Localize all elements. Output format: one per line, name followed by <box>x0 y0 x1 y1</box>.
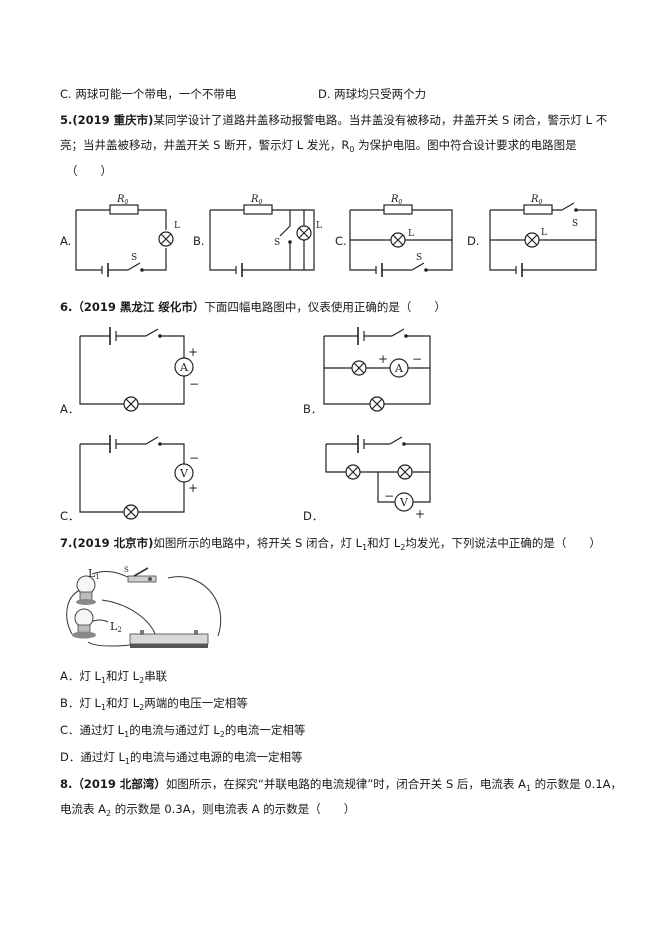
q5a-r0-label: R0 <box>116 194 129 206</box>
q6b-minus: − <box>412 352 422 366</box>
q8-stem-line1: 8.（2019 北部湾）如图所示，在探究“并联电路的电流规律”时，闭合开关 S … <box>60 777 622 793</box>
q5-circuit-d: R0 L S <box>489 194 597 277</box>
q6-stem: 6.（2019 黑龙江 绥化市）下面四幅电路图中，仪表使用正确的是（ ） <box>60 299 446 315</box>
q6-circuit-d: V − + <box>325 435 431 521</box>
q6a-ammeter-label: A <box>179 361 189 374</box>
q5-r0-sub: 0 <box>349 145 355 154</box>
q7-text-b: 和灯 L <box>367 536 401 550</box>
q5-stem-line1: 5.(2019 重庆市)某同学设计了道路井盖移动报警电路。当井盖没有被移动，井盖… <box>60 112 607 128</box>
q6b-ammeter-label: A <box>394 362 404 375</box>
q5-source: (2019 重庆市) <box>72 113 154 127</box>
q6-circuit-a: A + − <box>79 327 199 412</box>
q7-stem: 7.(2019 北京市)如图所示的电路中，将开关 S 闭合，灯 L1和灯 L2均… <box>60 535 601 556</box>
q5b-r0-label: R0 <box>250 194 263 206</box>
q7-figure: L1 L2 S <box>66 566 222 648</box>
q5c-switch-label: S <box>416 253 422 263</box>
q7-l1-label: L1 <box>88 567 100 581</box>
q5d-switch-label: S <box>572 219 578 229</box>
q5d-r0-label: R0 <box>530 194 543 206</box>
q5b-switch-label: S <box>274 238 280 248</box>
q6-text: 下面四幅电路图中，仪表使用正确的是（ ） <box>204 300 446 314</box>
q6-circuit-b: A + − <box>323 327 431 412</box>
q6-option-b-label: B． <box>303 402 323 416</box>
q6a-plus: + <box>188 345 198 359</box>
q6-circuit-c: V − + <box>79 435 199 520</box>
q4-option-c: C. 两球可能一个带电，一个不带电 <box>60 87 237 101</box>
q4-option-d: D. 两球均只受两个力 <box>318 87 427 101</box>
q5a-lamp-label: L <box>174 221 180 231</box>
q5-text-line2-tail: 为保护电阻。图中符合设计要求的电路图是 <box>354 138 577 152</box>
q6-source: （2019 黑龙江 绥化市） <box>72 300 205 314</box>
q5b-lamp-label: L <box>316 221 322 231</box>
q7-stem-l1-sub: 1 <box>362 543 368 552</box>
q7-source: (2019 北京市) <box>72 536 154 550</box>
q6d-voltmeter-label: V <box>399 496 409 509</box>
q6a-minus: − <box>189 377 199 391</box>
q7-battery-box <box>129 630 209 648</box>
q5-text-line2: 亮；当井盖被移动，井盖开关 S 断开，警示灯 L 发光，R <box>60 138 350 152</box>
q6c-voltmeter-label: V <box>179 467 189 480</box>
q5-circuit-a: R0 L S <box>75 194 180 277</box>
q7-number: 7. <box>60 536 73 550</box>
q5-text-line1: 某同学设计了道路井盖移动报警电路。当井盖没有被移动，井盖开关 S 闭合，警示灯 … <box>153 113 608 127</box>
q7-option-b: B．灯 L1和灯 L2两端的电压一定相等 <box>60 696 248 712</box>
q5-circuit-c: R0 L S <box>349 194 453 277</box>
q5c-r0-label: R0 <box>390 194 403 206</box>
q7-option-c: C．通过灯 L1的电流与通过灯 L2的电流一定相等 <box>60 723 306 739</box>
q6-option-c-label: C． <box>60 509 80 523</box>
q6-number: 6. <box>60 300 73 314</box>
q5d-lamp-label: L <box>541 228 547 238</box>
q5-stem-line2: 亮；当井盖被移动，井盖开关 S 断开，警示灯 L 发光，R0 为保护电阻。图中符… <box>60 137 577 158</box>
q6d-minus: − <box>384 489 394 503</box>
q7-switch <box>127 567 157 583</box>
q5-option-b-label: B. <box>193 234 205 248</box>
q6b-plus: + <box>378 352 388 366</box>
q5c-lamp-label: L <box>408 229 414 239</box>
q8-stem-line2: 电流表 A2 的示数是 0.3A，则电流表 A 的示数是（ ） <box>60 802 356 818</box>
q7-option-a: A．灯 L1和灯 L2串联 <box>60 669 168 685</box>
q6c-minus: − <box>189 451 199 465</box>
q7-lamp-l2 <box>72 608 96 639</box>
q5-number: 5. <box>60 113 73 127</box>
q5-option-d-label: D. <box>467 234 480 248</box>
q6-option-d-label: D． <box>303 509 324 523</box>
q7-text-c: 均发光，下列说法中正确的是（ ） <box>405 536 601 550</box>
q6c-plus: + <box>188 481 198 495</box>
q7-l2-label: L2 <box>110 620 122 634</box>
q5-option-a-label: A. <box>60 234 72 248</box>
q5-answer-blank: （ ） <box>66 164 112 178</box>
q5-option-c-label: C. <box>335 234 347 248</box>
q7-text-a: 如图所示的电路中，将开关 S 闭合，灯 L <box>153 536 363 550</box>
q8-source: （2019 北部湾） <box>72 777 166 791</box>
q6-option-a-label: A． <box>60 402 80 416</box>
q7-stem-l2-sub: 2 <box>400 543 406 552</box>
q7-lamp-l1 <box>76 575 96 605</box>
q5a-switch-label: S <box>131 253 137 263</box>
q8-number: 8. <box>60 777 73 791</box>
q7-option-d: D．通过灯 L1的电流与通过电源的电流一定相等 <box>60 750 303 766</box>
q5-circuit-b: R0 S L <box>209 194 322 277</box>
q7-switch-label: S <box>124 566 129 574</box>
q6d-plus: + <box>415 507 425 521</box>
